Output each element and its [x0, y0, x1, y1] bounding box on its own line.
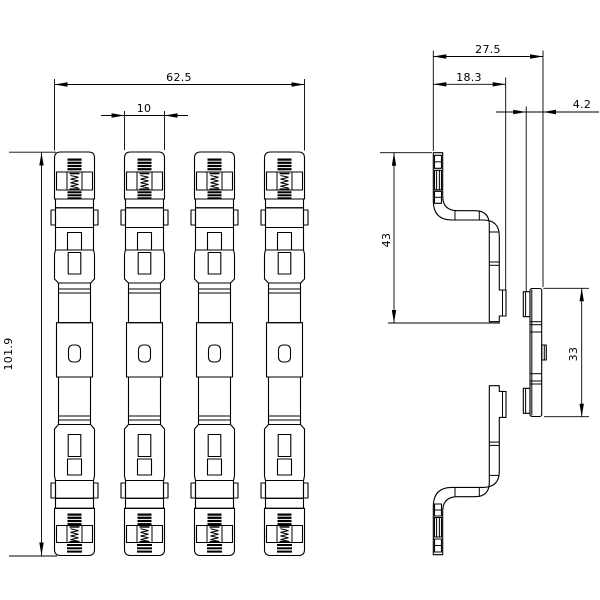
upper-bracket — [432, 152, 507, 323]
contact-plate — [522, 287, 547, 418]
dimension-annotations: 62.5 10 101.9 27.5 — [2, 43, 599, 557]
dim-bar-width: 10 — [101, 102, 188, 150]
dim-label-overall-height: 101.9 — [2, 338, 15, 371]
side-view — [432, 152, 547, 556]
dim-label-bracket-height: 43 — [380, 233, 393, 248]
dim-label-overall-width: 62.5 — [166, 71, 192, 84]
adapter-bar-2 — [120, 151, 169, 557]
dim-label-bar-width: 10 — [137, 102, 152, 115]
adapter-bar-1 — [50, 151, 99, 557]
lower-bracket — [432, 385, 507, 556]
adapter-bar-3 — [190, 151, 239, 557]
front-view — [50, 151, 309, 557]
dim-plate-height: 33 — [543, 287, 589, 418]
dim-label-overall-depth: 27.5 — [475, 43, 501, 56]
dim-overall-depth: 27.5 — [432, 43, 544, 287]
dim-label-plate-height: 33 — [567, 347, 580, 362]
dim-overall-height: 101.9 — [2, 151, 57, 557]
dim-label-bracket-depth: 18.3 — [456, 71, 482, 84]
dim-label-plate-thickness: 4.2 — [573, 98, 591, 111]
dim-bracket-depth: 18.3 — [433, 71, 507, 290]
dim-plate-thickness: 4.2 — [496, 98, 599, 291]
dim-overall-width: 62.5 — [54, 71, 305, 151]
adapter-bar-4 — [260, 151, 309, 557]
dim-bracket-height: 43 — [380, 152, 500, 324]
